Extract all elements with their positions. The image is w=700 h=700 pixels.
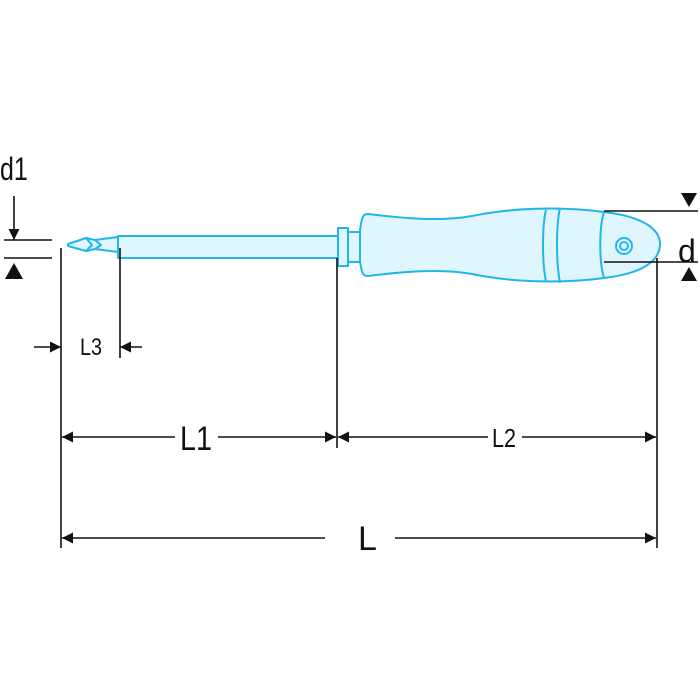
screwdriver-collar	[337, 227, 349, 267]
d-arrowhead-top	[681, 193, 697, 207]
label-d1: d1	[0, 152, 28, 188]
handle-grip-line	[599, 211, 605, 279]
label-l2: L2	[492, 423, 516, 453]
label-l3: L3	[80, 334, 102, 361]
screwdriver-blade	[117, 235, 339, 259]
screwdriver	[67, 207, 661, 284]
label-l1: L1	[180, 420, 212, 458]
label-d: d	[678, 233, 696, 269]
d1-arrowhead-bottom	[5, 263, 23, 279]
screwdriver-tip	[67, 236, 119, 253]
tip-flute	[85, 237, 102, 252]
screwdriver-collar-ring	[347, 231, 361, 263]
dimension-lines	[4, 196, 698, 548]
hanging-hole-inner	[619, 241, 629, 251]
d-arrowhead-bottom	[681, 267, 697, 281]
handle-grip-line	[542, 209, 547, 283]
handle-grip-line	[556, 207, 561, 284]
label-l: L	[358, 520, 377, 558]
screwdriver-handle	[359, 207, 661, 283]
dimension-triangles	[5, 193, 697, 281]
